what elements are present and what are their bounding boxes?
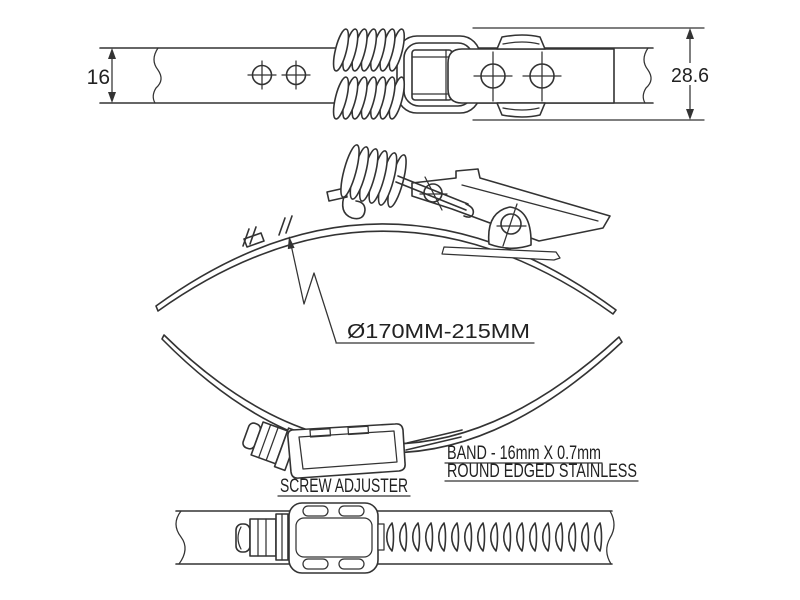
housing-slot [338, 558, 365, 570]
adjuster-housing [287, 423, 406, 479]
plate-inner-line [461, 184, 599, 222]
dim-arrow-up [108, 48, 116, 59]
housing-inner [298, 430, 398, 470]
spring-coil-bottom-row [332, 76, 406, 120]
screw-adjuster-label-text: SCREW ADJUSTER [280, 476, 408, 497]
dim-text-mask [667, 63, 713, 85]
diameter-range-text: Ø170MM-215MM [347, 321, 530, 343]
band-break-line [152, 47, 162, 104]
dim-arrow-down [686, 109, 694, 120]
spring-coil-top-row [332, 28, 406, 72]
dim-arrow-up [686, 28, 694, 39]
leader-arrowhead [287, 236, 295, 250]
leader-line [289, 239, 337, 343]
housing-inner-side [295, 517, 373, 558]
notes: BAND - 16mm X 0.7mm ROUND EDGED STAINLES… [277, 443, 639, 497]
side-view-screw-band [175, 502, 615, 574]
dimension-overall-width: 28.6 [472, 27, 713, 121]
band-overlap-strip [441, 246, 561, 261]
band-exit-lines [405, 429, 463, 451]
lug-centerline [502, 203, 518, 247]
top-view-spring-clamp [99, 28, 654, 120]
hook-plate-top-line [502, 41, 540, 45]
dimension-band-width: 16 [87, 48, 116, 103]
front-view-clamp [155, 144, 623, 479]
hook-plate-bottom-line [502, 107, 540, 111]
band-worm-slots [385, 522, 603, 552]
housing-slot [338, 505, 365, 517]
band-break-line [642, 47, 652, 104]
adjuster-screw-head [242, 421, 300, 472]
band-break-line [606, 510, 615, 565]
band-spec-line1-text: BAND - 16mm X 0.7mm [447, 443, 601, 464]
screw-hex [249, 518, 277, 557]
band-spec-line2-text: ROUND EDGED STAINLESS [447, 461, 637, 482]
housing-slot [347, 425, 370, 436]
adjuster-housing-side [288, 502, 379, 574]
overall-width-dim-text: 28.6 [671, 65, 709, 87]
housing-slot [302, 558, 329, 570]
housing-slot [309, 428, 332, 438]
band-notches [242, 215, 293, 248]
spring-arm [395, 175, 475, 218]
spring-left-leg [341, 192, 366, 220]
housing-slot [302, 505, 329, 517]
dim-arrow-down [108, 92, 116, 103]
housing-tab [377, 523, 385, 551]
band-width-dim-text: 16 [87, 66, 110, 89]
screw-adjuster-assembly [242, 421, 463, 479]
diameter-callout: Ø170MM-215MM [287, 236, 535, 344]
torsion-spring [326, 144, 407, 220]
screw-cap-line [237, 526, 242, 550]
band-break-line [175, 510, 186, 565]
lug-hole [500, 213, 522, 235]
